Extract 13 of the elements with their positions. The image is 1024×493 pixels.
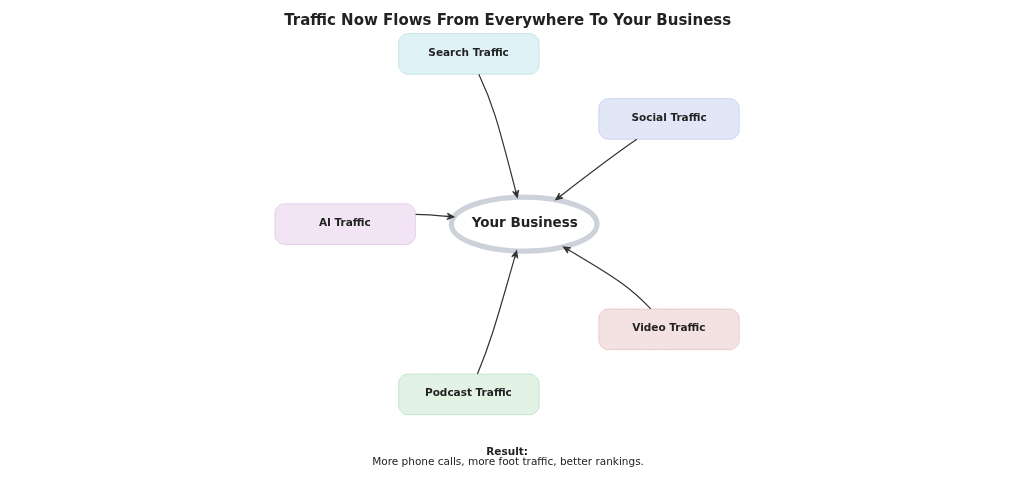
diagram-title: Traffic Now Flows From Everywhere To Your Business xyxy=(283,11,731,30)
node-box: Search Traffic xyxy=(397,33,539,75)
arrow xyxy=(562,246,651,310)
arrow xyxy=(554,138,637,201)
label: More phone calls, more foot traffic, better rankings. xyxy=(371,455,644,468)
node-box: Podcast Traffic xyxy=(397,373,539,416)
arrow xyxy=(476,250,518,375)
label: Result: xyxy=(485,444,528,457)
arrow xyxy=(414,212,454,220)
node-box: AI Traffic xyxy=(274,203,416,245)
node-box: Video Traffic xyxy=(597,308,740,350)
arrow xyxy=(477,73,519,198)
node-box: Social Traffic xyxy=(597,98,740,140)
